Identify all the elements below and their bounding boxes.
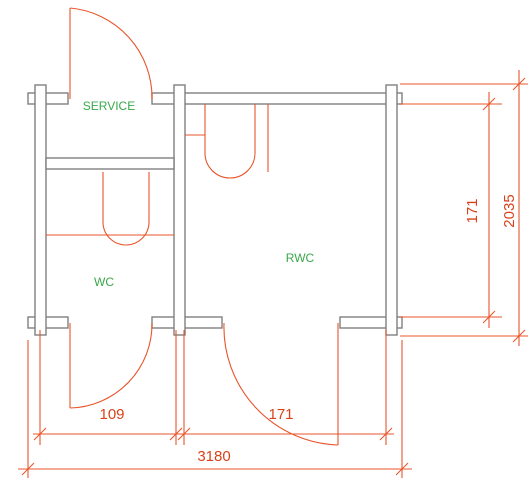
dim-label-inner-height: 171 — [464, 198, 481, 223]
bottom-wall-3 — [339, 316, 403, 329]
middle-wall — [173, 84, 186, 336]
rwc-door-swing — [223, 322, 339, 446]
vertical-dimensions: 171 2035 — [400, 70, 528, 346]
doors — [69, 7, 339, 446]
room-labels: SERVICE WC RWC — [83, 99, 315, 289]
dim-label-total-width: 3180 — [197, 448, 230, 465]
horizontal-dimensions: 109 171 3180 — [18, 330, 412, 478]
dim-label-wc-door: 109 — [99, 406, 124, 423]
top-wall-left — [27, 92, 69, 105]
dim-label-rwc-door: 171 — [268, 406, 293, 423]
right-wall — [385, 84, 398, 336]
service-door-swing — [69, 7, 153, 100]
room-label-wc: WC — [94, 275, 114, 289]
left-wall — [34, 84, 47, 336]
bottom-wall-1 — [27, 316, 69, 329]
walls — [27, 84, 403, 336]
wc-toilet-icon — [102, 172, 150, 246]
room-label-rwc: RWC — [286, 251, 315, 265]
rwc-toilet-icon — [204, 104, 256, 179]
service-divider — [45, 157, 175, 170]
bottom-wall-2 — [151, 316, 223, 329]
dim-label-total-height: 2035 — [501, 194, 518, 227]
top-wall-right — [151, 92, 403, 105]
wc-door-swing — [69, 322, 153, 409]
room-label-service: SERVICE — [83, 99, 135, 113]
fixtures — [46, 104, 269, 246]
